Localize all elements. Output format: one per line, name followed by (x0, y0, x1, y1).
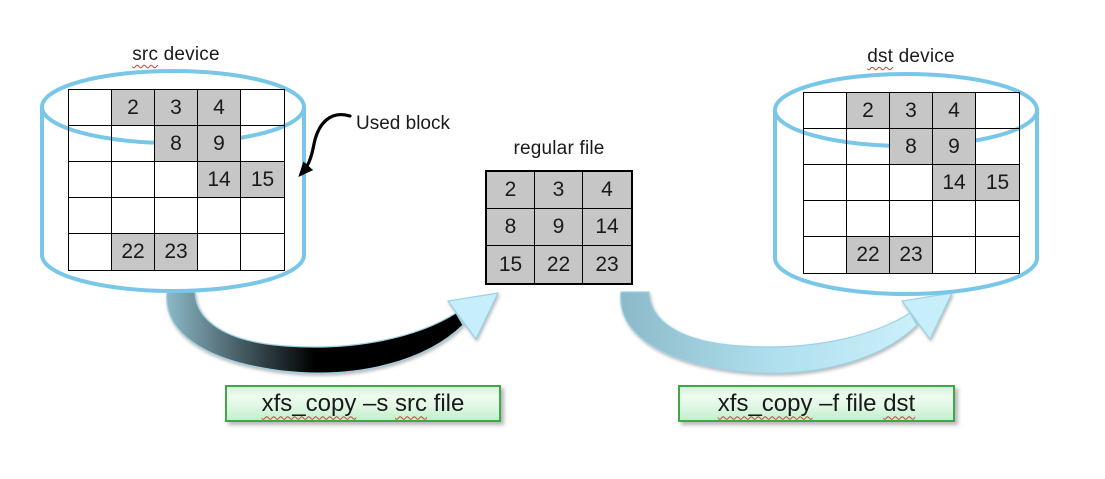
used-block-cell: 3 (535, 172, 583, 209)
free-block-cell (804, 129, 847, 165)
used-block-cell: 15 (976, 165, 1019, 201)
free-block-cell (933, 237, 976, 273)
used-block-cell: 23 (583, 246, 631, 283)
free-block-cell (847, 201, 890, 237)
used-block-cell: 8 (155, 126, 198, 162)
free-block-cell (69, 90, 112, 126)
used-block-cell: 8 (890, 129, 933, 165)
free-block-cell (976, 129, 1019, 165)
free-block-cell (69, 234, 112, 270)
used-block-cell: 15 (241, 162, 284, 198)
free-block-cell (890, 201, 933, 237)
dst-device-title-word: dst (867, 46, 894, 67)
used-block-cell: 2 (847, 93, 890, 129)
used-block-cell: 14 (933, 165, 976, 201)
free-block-cell (198, 198, 241, 234)
free-block-cell (933, 201, 976, 237)
used-block-cell: 22 (535, 246, 583, 283)
free-block-cell (198, 234, 241, 270)
copy-arrow-src-to-file (166, 291, 500, 374)
used-block-cell: 4 (933, 93, 976, 129)
src-device-title-word: src (132, 44, 159, 65)
free-block-cell (112, 126, 155, 162)
free-block-cell (847, 129, 890, 165)
command1-xfs-copy: xfs_copy (261, 389, 357, 417)
used-block-cell: 23 (890, 237, 933, 273)
free-block-cell (890, 165, 933, 201)
free-block-cell (241, 234, 284, 270)
free-block-cell (976, 237, 1019, 273)
used-block-cell: 9 (198, 126, 241, 162)
used-block-cell: 3 (890, 93, 933, 129)
free-block-cell (804, 165, 847, 201)
dst-device-title: dst device (811, 46, 1011, 68)
free-block-cell (69, 126, 112, 162)
used-block-cell: 23 (155, 234, 198, 270)
used-block-cell: 9 (535, 209, 583, 246)
src-device-title-rest: device (158, 44, 220, 65)
used-block-cell: 2 (112, 90, 155, 126)
command2-dst: dst (883, 389, 916, 417)
free-block-cell (976, 201, 1019, 237)
dst-device-title-rest: device (893, 46, 955, 67)
used-block-label: Used block (356, 113, 450, 134)
free-block-cell (241, 198, 284, 234)
command2-flag-file: –f file (812, 389, 884, 417)
copy-arrow-file-to-dst (620, 291, 954, 374)
free-block-cell (155, 198, 198, 234)
src-device-title: src device (76, 44, 276, 66)
command1-src: src (395, 389, 428, 417)
command-copy-to-file: xfs_copy –s src file (225, 385, 501, 422)
used-block-cell: 3 (155, 90, 198, 126)
free-block-cell (804, 93, 847, 129)
command1-flag: –s (356, 389, 396, 417)
free-block-cell (69, 198, 112, 234)
used-block-cell: 8 (487, 209, 535, 246)
free-block-cell (112, 162, 155, 198)
free-block-cell (241, 126, 284, 162)
free-block-cell (241, 90, 284, 126)
command2-xfs-copy: xfs_copy (717, 389, 813, 417)
regular-file-title: regular file (513, 138, 605, 159)
command-copy-to-device: xfs_copy –f file dst (678, 385, 955, 422)
free-block-cell (804, 201, 847, 237)
used-block-cell: 9 (933, 129, 976, 165)
free-block-cell (976, 93, 1019, 129)
used-block-cell: 22 (112, 234, 155, 270)
used-block-cell: 4 (198, 90, 241, 126)
free-block-cell (847, 165, 890, 201)
used-block-cell: 14 (198, 162, 241, 198)
used-block-cell: 2 (487, 172, 535, 209)
free-block-cell (69, 162, 112, 198)
used-block-cell: 22 (847, 237, 890, 273)
used-block-cell: 15 (487, 246, 535, 283)
free-block-cell (155, 162, 198, 198)
free-block-cell (112, 198, 155, 234)
command1-file: file (427, 389, 465, 417)
free-block-cell (804, 237, 847, 273)
used-block-cell: 4 (583, 172, 631, 209)
used-block-cell: 14 (583, 209, 631, 246)
